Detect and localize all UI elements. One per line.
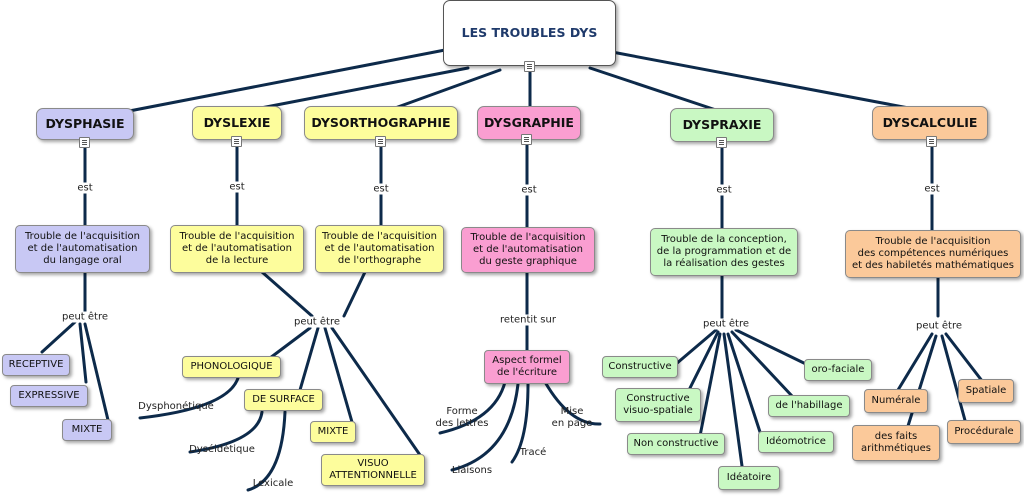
definition-dyspraxie: Trouble de la conception, de la programm… [650,228,798,276]
link-aspect-trace [510,382,530,464]
link-calc-procedurale [940,334,968,426]
definition-dysgraphie: Trouble de l'acquisition et de l'automat… [461,227,595,273]
definition-dyslexie: Trouble de l'acquisition et de l'automat… [170,225,304,273]
aspect-trace: Tracé [519,447,547,458]
root-node: LES TROUBLES DYS [443,0,616,66]
type-constructive-visuo-spatiale: Constructive visuo-spatiale [615,388,701,422]
link-label-est: est [714,184,734,196]
document-icon[interactable] [716,137,727,148]
aspect-liaisons: Liaisons [451,465,493,476]
link-root-dysorthographie [382,68,502,114]
type-visuo-attentionnelle: VISUO ATTENTIONNELLE [321,454,425,486]
link-aspect-liaisons [450,382,520,472]
link-dysortho-peut [342,270,367,318]
type-non-constructive: Non constructive [627,433,725,455]
link-praxie-ideatoire [722,332,744,468]
link-peut-mixte2 [323,326,354,424]
type-numerale: Numérale [864,389,928,413]
link-peut-receptive [40,320,77,354]
link-surface-lexicale [246,410,287,492]
definition-dysphasie: Trouble de l'acquisition et de l'automat… [15,225,150,273]
link-aspect-mise [543,380,602,426]
link-peut-surface [298,326,320,392]
link-praxie-habillage [730,330,794,398]
type-faits-arithmetiques: des faits arithmétiques [852,425,940,461]
link-label-est: est [922,183,942,195]
type-phonologique: PHONOLOGIQUE [182,356,281,378]
aspect-formel: Aspect formel de l'écriture [484,350,570,384]
link-label-est: est [227,181,247,193]
link-label-retentit-sur: retentit sur [498,314,558,326]
concept-dysphasie: DYSPHASIE [36,108,134,140]
document-icon[interactable] [231,136,242,147]
definition-dyscalculie: Trouble de l'acquisition des compétences… [845,230,1021,278]
type-de-l-habillage: de l'habillage [768,395,850,417]
link-praxie-orofaciale [734,328,812,368]
type-procedurale: Procédurale [947,420,1021,444]
concept-dyspraxie: DYSPRAXIE [670,108,774,142]
document-icon[interactable] [375,136,386,147]
link-peut-mixte [83,322,110,422]
type-spatiale: Spatiale [958,379,1014,403]
type-constructive: Constructive [602,356,678,378]
link-praxie-ideomotrice [726,332,762,434]
document-icon[interactable] [79,137,90,148]
concept-dyslexie: DYSLEXIE [192,106,282,140]
link-surface-dyseidetique [188,410,264,454]
document-icon[interactable] [926,136,937,147]
concept-dyscalculie: DYSCALCULIE [872,106,988,140]
link-label-peut-etre: peut être [700,318,752,330]
definition-dysorthographie: Trouble de l'acquisition et de l'automat… [315,225,444,273]
type-ideatoire: Idéatoire [718,466,780,490]
link-dyslexie-peut [260,270,314,318]
document-icon[interactable] [524,61,535,72]
link-root-dyscalculie [610,50,932,114]
link-peut-expressive [78,322,88,384]
link-peut-phonologique [268,326,312,360]
subtype-dyseidetique: Dyséidétique [189,444,255,455]
link-calc-numerale [896,332,934,392]
link-label-est: est [519,184,539,196]
link-label-est: est [371,183,391,195]
link-phono-dysphonetique [138,376,240,420]
type-mixte: MIXTE [62,419,112,441]
concept-dysorthographie: DYSORTHOGRAPHIE [304,106,458,140]
type-oro-faciale: oro-faciale [804,359,872,381]
type-expressive: EXPRESSIVE [10,385,88,407]
type-receptive: RECEPTIVE [2,354,70,376]
link-label-peut-etre: peut être [291,316,343,328]
link-praxie-constructive [674,328,718,366]
link-calc-spatiale [944,332,988,388]
link-root-dysphasie [122,48,447,114]
subtype-lexicale: Lexicale [252,478,294,489]
link-label-est: est [75,182,95,194]
type-de-surface: DE SURFACE [244,389,323,411]
subtype-dysphonetique: Dysphonétique [138,401,214,412]
link-peut-visuo [330,326,422,457]
link-root-dyslexie [238,66,470,114]
type-ideomotrice: Idéomotrice [758,431,834,453]
link-praxie-nonconst [698,332,722,438]
link-label-peut-etre: peut être [913,320,965,332]
link-label-peut-etre: peut être [59,311,111,323]
aspect-forme-des-lettres: Forme des lettres [435,406,489,429]
type-mixte-2: MIXTE [310,421,356,443]
document-icon[interactable] [521,134,532,145]
link-praxie-cvs [688,330,720,390]
link-root-dyspraxie [588,66,724,114]
link-aspect-forme [438,380,507,435]
aspect-mise-en-page: Mise en page [551,406,593,429]
